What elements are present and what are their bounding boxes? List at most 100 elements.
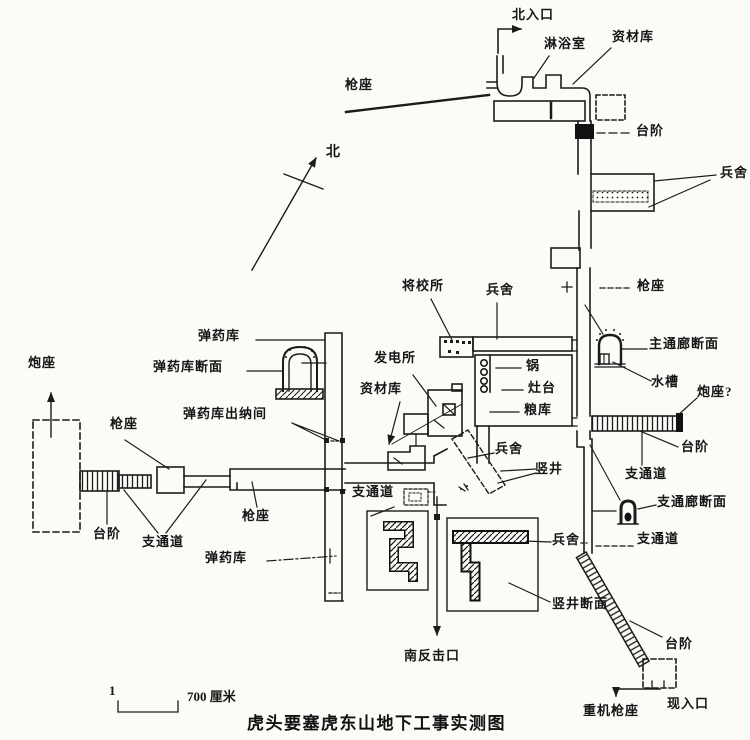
gun-emplacement-east-leader bbox=[676, 397, 698, 417]
label-north-entrance: 北入口 bbox=[512, 7, 555, 22]
gun-mount-north-leader bbox=[344, 93, 491, 114]
label-gun-mount-west-1: 枪座 bbox=[110, 416, 139, 431]
kitchen-room bbox=[474, 354, 573, 427]
ammo-issue-room-leader bbox=[291, 422, 340, 442]
compass bbox=[251, 157, 324, 271]
material-depot-north-leader bbox=[572, 47, 612, 85]
label-barracks-center: 兵舍 bbox=[486, 282, 515, 297]
label-power-station: 发电所 bbox=[374, 350, 417, 365]
label-barracks-south: 兵舍 bbox=[552, 532, 581, 547]
gun-mount-west1-leader bbox=[124, 439, 170, 470]
north-complex-outline bbox=[496, 55, 591, 122]
steps-se-leader bbox=[629, 620, 663, 638]
west-gun-emplacement bbox=[32, 392, 81, 533]
se-corridor bbox=[576, 430, 593, 554]
label-steps-se: 台阶 bbox=[665, 636, 694, 651]
label-branch-passage-se-1: 支通道 bbox=[625, 466, 668, 481]
material-depot-center-leader bbox=[387, 401, 401, 445]
label-water-trough: 水槽 bbox=[651, 374, 680, 389]
gun-mount-east-mark bbox=[561, 281, 573, 293]
label-shower-room: 淋浴室 bbox=[544, 36, 587, 51]
label-main-gallery-section: 主通廊断面 bbox=[649, 336, 720, 351]
officers-room bbox=[439, 336, 474, 358]
north-arrow bbox=[251, 157, 317, 271]
branch-gallery-connector bbox=[589, 444, 621, 501]
map-title: 虎头要塞虎东山地下工事实测图 bbox=[247, 714, 506, 733]
ammo-depot-south-leader bbox=[266, 555, 337, 562]
officers-quarters-leader bbox=[430, 298, 453, 341]
label-current-entrance: 现入口 bbox=[667, 696, 710, 711]
stair-box-left bbox=[366, 488, 438, 591]
label-shaft: 竖井 bbox=[535, 461, 564, 476]
label-material-depot-center: 资材库 bbox=[360, 381, 403, 396]
label-gun-mount-west-2: 枪座 bbox=[242, 508, 271, 523]
label-ammo-depot-south: 弹药库 bbox=[205, 550, 248, 565]
east-corridor bbox=[550, 210, 633, 554]
label-ammo-depot-section: 弹药库断面 bbox=[153, 359, 224, 374]
gun-mount-west2-leader bbox=[251, 481, 258, 508]
label-compass-north: 北 bbox=[326, 145, 341, 160]
branch-gallery-leader-right bbox=[637, 504, 657, 510]
label-ammo-issue-room: 弹药库出纳间 bbox=[183, 406, 268, 421]
scale-number: 1 bbox=[109, 683, 116, 698]
label-grain-depot: 粮库 bbox=[524, 402, 553, 417]
label-steps-west: 台阶 bbox=[93, 526, 122, 541]
label-south-sortie: 南反击口 bbox=[404, 648, 461, 663]
label-officers-quarters: 将校所 bbox=[402, 278, 445, 293]
barracks-east-leader bbox=[648, 174, 717, 208]
water-trough-leader bbox=[612, 361, 652, 382]
label-gun-emplacement-west: 炮座 bbox=[28, 355, 57, 370]
label-shaft-section: 竖井断面 bbox=[552, 596, 609, 611]
gun-mount-room-west bbox=[156, 466, 185, 494]
power-station-block bbox=[387, 374, 463, 471]
label-stove: 灶台 bbox=[528, 380, 557, 395]
branch-passage-center-leader bbox=[370, 506, 395, 517]
kitchen-corridor-link bbox=[571, 339, 578, 427]
section-connector bbox=[584, 304, 604, 335]
label-gun-emplacement-east: 炮座? bbox=[697, 384, 733, 399]
label-steps-north: 台阶 bbox=[636, 123, 665, 138]
barracks-shaft-leader bbox=[467, 452, 495, 459]
north-dashed-room bbox=[595, 94, 626, 121]
ammo-section-drawing bbox=[246, 339, 340, 442]
label-heavy-mg-mount: 重机枪座 bbox=[583, 703, 640, 718]
north-entrance-complex bbox=[486, 25, 632, 175]
heavy-mg-arrow bbox=[612, 687, 661, 697]
label-gun-mount-north: 枪座 bbox=[345, 77, 374, 92]
central-corridor bbox=[324, 332, 345, 602]
stair-box-right bbox=[446, 517, 539, 612]
shaft-leader bbox=[497, 468, 537, 484]
label-gun-mount-east: 枪座 bbox=[637, 278, 666, 293]
label-material-depot-north: 资材库 bbox=[612, 29, 655, 44]
east-stair-corridor bbox=[591, 397, 698, 466]
power-station-leader bbox=[412, 374, 437, 407]
label-barracks-east: 兵舍 bbox=[720, 165, 749, 180]
label-branch-gallery-section: 支通廊断面 bbox=[657, 494, 728, 509]
shower-room-leader bbox=[533, 55, 550, 79]
steps-east-leader bbox=[639, 430, 679, 448]
main-gallery-section-drawing bbox=[584, 304, 652, 382]
branch-gallery-section-drawing bbox=[508, 444, 657, 603]
entrance-structure bbox=[612, 658, 677, 697]
label-branch-passage-center: 支通道 bbox=[352, 484, 395, 499]
southeast-stair bbox=[575, 550, 663, 668]
channel-line bbox=[391, 403, 463, 445]
label-barracks-shaft: 兵舍 bbox=[495, 441, 524, 456]
label-steps-east: 台阶 bbox=[681, 439, 710, 454]
label-branch-passage-se-2: 支通道 bbox=[637, 531, 680, 546]
branch-passage-icon bbox=[403, 488, 429, 506]
branch-passage-west-leader bbox=[123, 479, 207, 534]
east-side-room bbox=[550, 247, 581, 269]
north-long-room bbox=[493, 100, 586, 122]
north-gun-line bbox=[344, 93, 491, 114]
label-ammo-depot-north: 弹药库 bbox=[198, 328, 241, 343]
scale-length-label: 700 厘米 bbox=[187, 689, 236, 704]
shaft-section-leader bbox=[508, 582, 551, 603]
north-arrow-cross bbox=[283, 173, 324, 190]
north-entrance-arrow bbox=[497, 25, 522, 54]
label-pot: 锅 bbox=[526, 358, 541, 373]
east-barracks bbox=[590, 173, 717, 212]
scale-bar bbox=[117, 700, 179, 713]
